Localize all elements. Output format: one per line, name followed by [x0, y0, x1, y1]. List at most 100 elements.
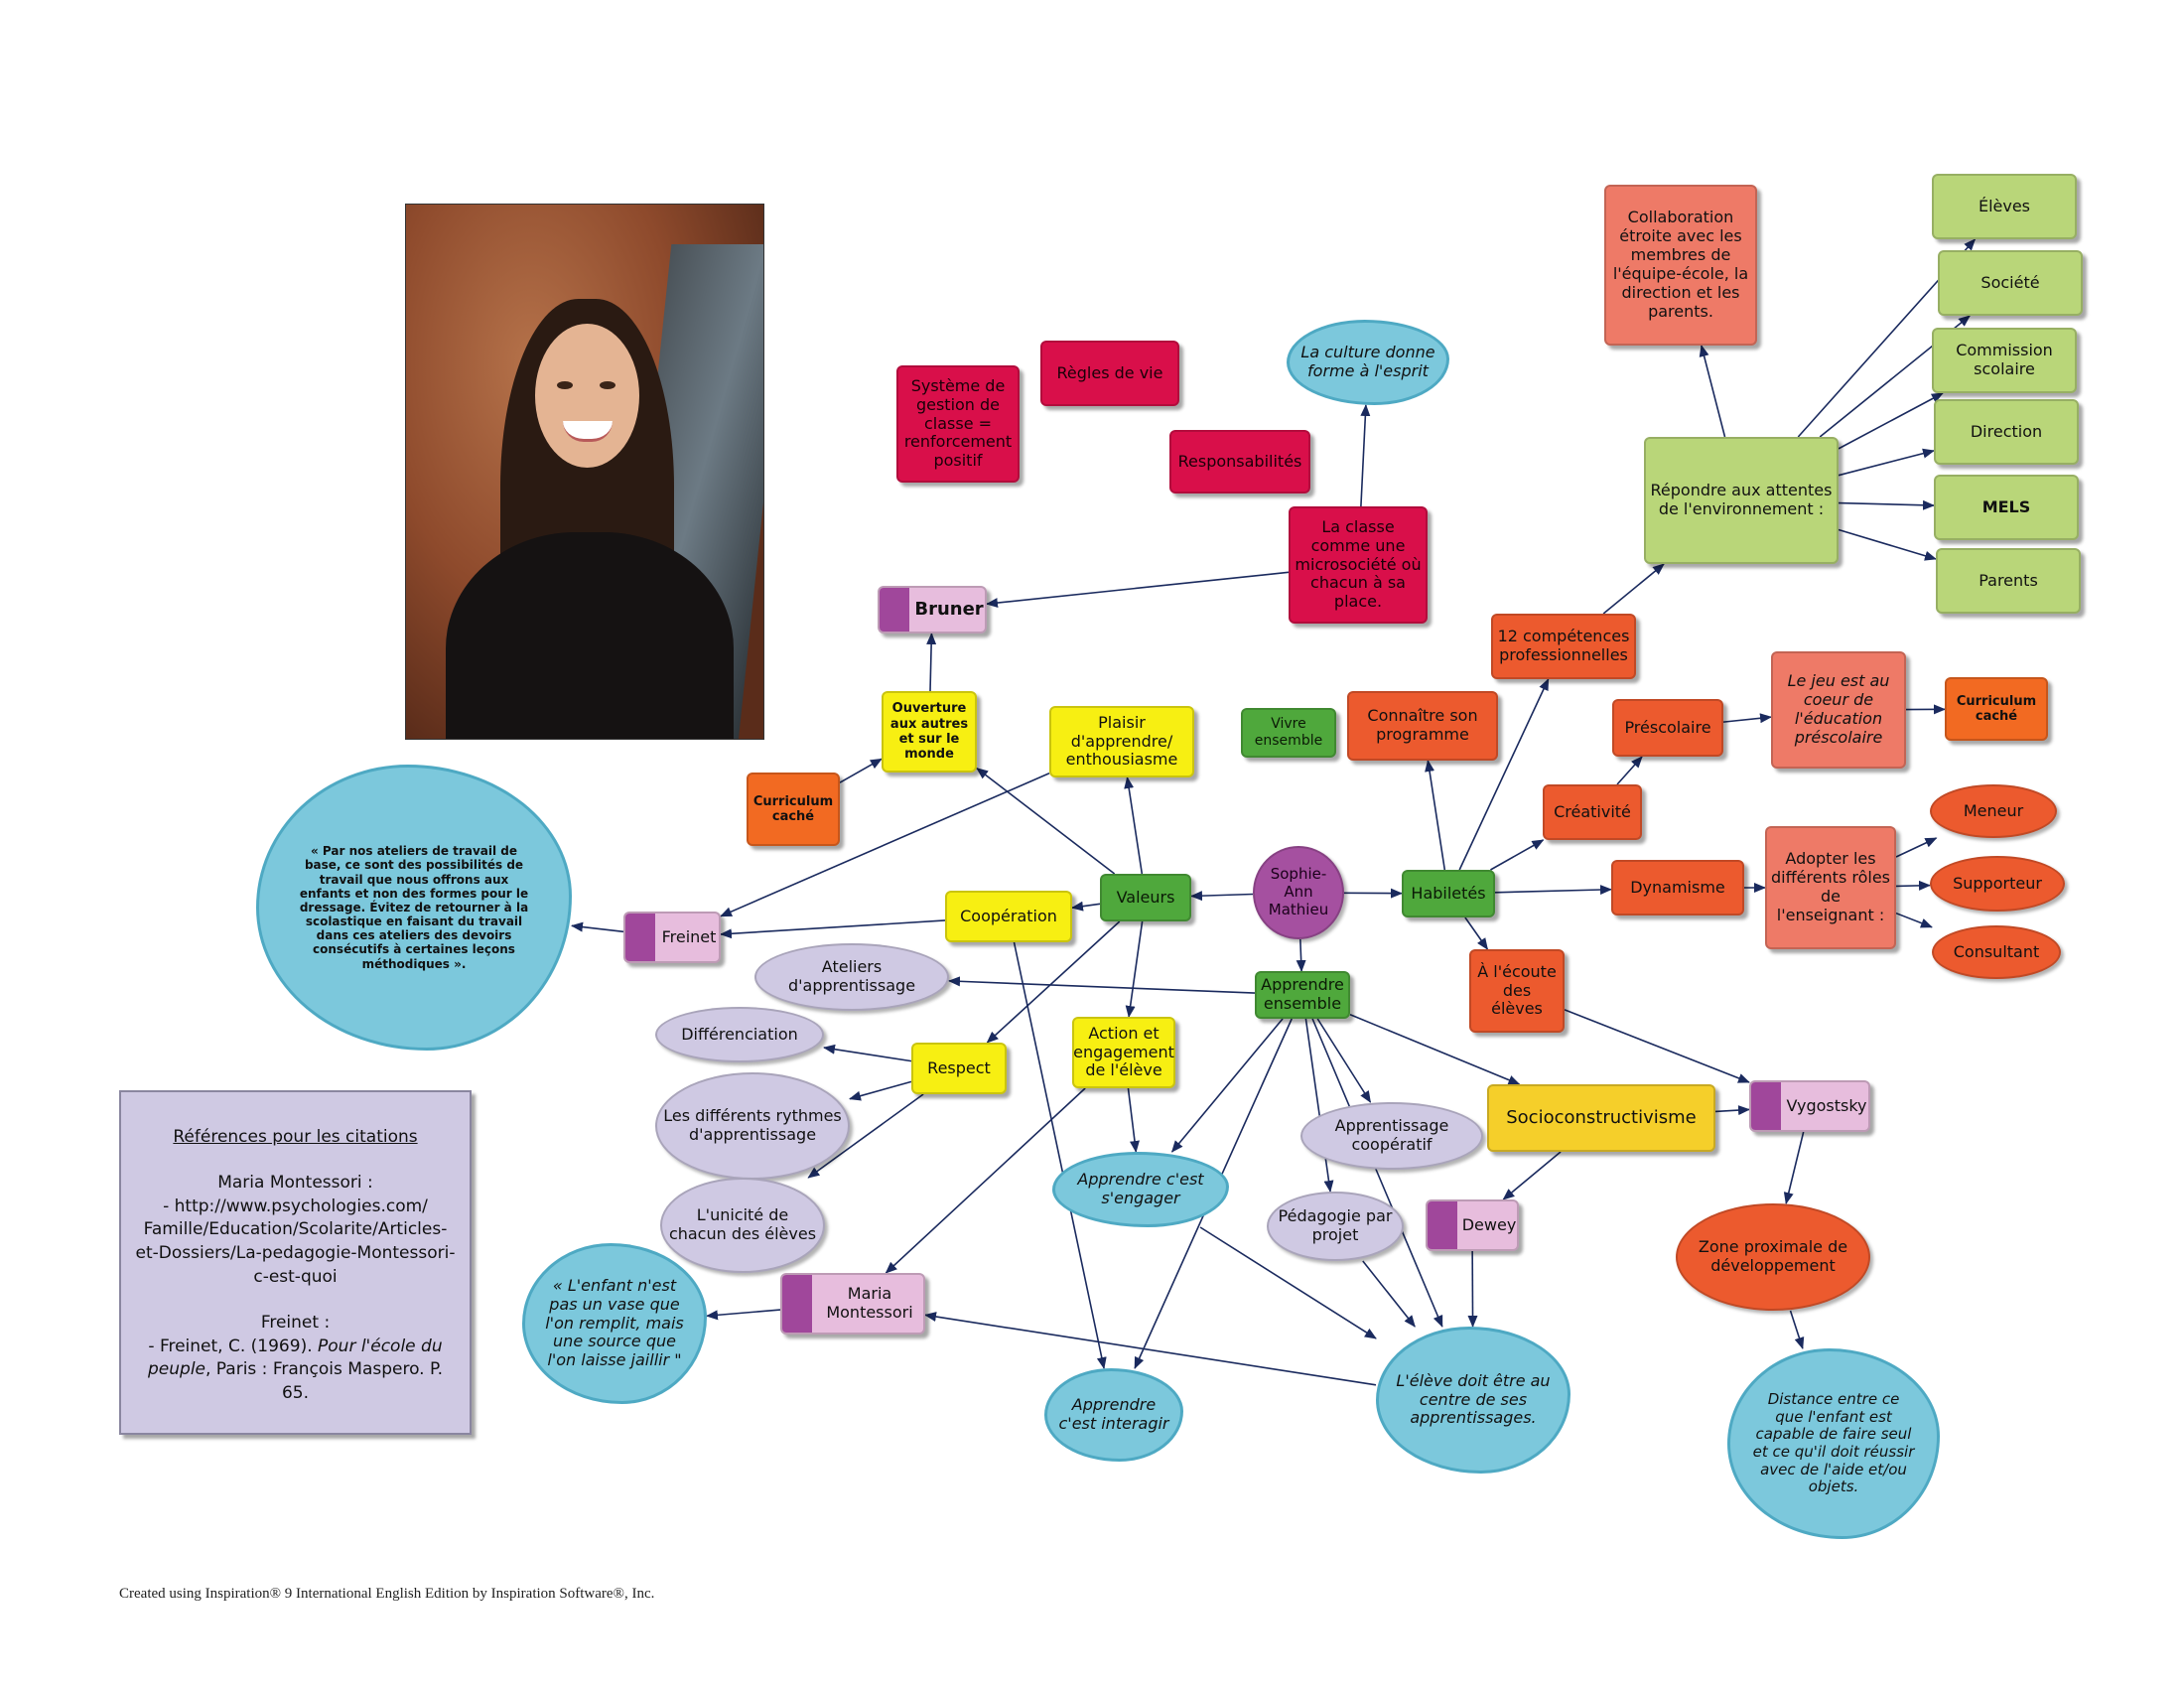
link-microsociete-to-bruner: [986, 571, 1290, 609]
node-sophie[interactable]: Sophie-Ann Mathieu: [1253, 846, 1344, 939]
node-apprentissage-cooperatif[interactable]: Apprentissage coopératif: [1300, 1102, 1483, 1170]
node-supporteur[interactable]: Supporteur: [1930, 856, 2065, 912]
node-direction[interactable]: Direction: [1934, 399, 2079, 465]
node-consultant[interactable]: Consultant: [1932, 925, 2061, 979]
node-valeurs[interactable]: Valeurs: [1100, 874, 1191, 921]
link-creativite-to-prescolaire: [1616, 756, 1643, 785]
node-maria-montessori[interactable]: Maria Montessori: [780, 1273, 925, 1335]
node-systeme-gestion[interactable]: Système de gestion de classe = renforcem…: [896, 365, 1020, 483]
link-curriculum-cache-1-to-ouverture: [839, 758, 883, 783]
link-valeurs-to-respect: [986, 920, 1121, 1044]
link-prescolaire-to-jeu: [1722, 713, 1772, 724]
link-apprendre-ensemble-to-pedagogie-projet: [1304, 1018, 1334, 1193]
node-meneur[interactable]: Meneur: [1930, 784, 2057, 838]
node-dewey[interactable]: Dewey: [1426, 1199, 1519, 1251]
link-socioconstructivisme-to-dewey: [1502, 1151, 1562, 1200]
node-creativite[interactable]: Créativité: [1543, 784, 1642, 840]
node-curriculum-cache-1[interactable]: Curriculum caché: [747, 773, 840, 846]
link-centre-to-maria-montessori: [924, 1312, 1377, 1386]
node-dynamisme[interactable]: Dynamisme: [1611, 860, 1744, 915]
link-ouverture-to-bruner: [926, 633, 937, 692]
node-differenciation[interactable]: Différenciation: [655, 1007, 824, 1062]
node-ecoute[interactable]: À l'écoute des élèves: [1469, 949, 1565, 1033]
link-pedagogie-projet-to-centre: [1362, 1260, 1416, 1328]
link-respect-to-unicite: [807, 1093, 924, 1179]
node-zone-proximale[interactable]: Zone proximale de développement: [1676, 1203, 1870, 1311]
link-socioconstructivisme-to-vygotsky: [1714, 1105, 1750, 1116]
link-competences-to-repondre: [1602, 563, 1665, 615]
link-valeurs-to-ouverture: [976, 768, 1116, 875]
node-microsociete[interactable]: La classe comme une microsociété où chac…: [1289, 506, 1428, 624]
node-ateliers[interactable]: Ateliers d'apprentissage: [754, 943, 949, 1011]
node-habiletes[interactable]: Habiletés: [1402, 870, 1495, 917]
node-freinet[interactable]: Freinet: [623, 912, 721, 963]
node-jeu[interactable]: Le jeu est au coeur de l'éducation présc…: [1771, 651, 1906, 769]
link-valeurs-to-cooperation: [1071, 901, 1101, 912]
node-parents[interactable]: Parents: [1936, 548, 2081, 614]
node-respect[interactable]: Respect: [911, 1043, 1007, 1094]
ref-freinet: - Freinet, C. (1969). Pour l'école du pe…: [148, 1336, 443, 1404]
link-cooperation-to-freinet: [720, 919, 946, 939]
link-habiletes-to-ecoute: [1464, 916, 1489, 950]
link-repondre-to-commission: [1838, 392, 1944, 450]
link-repondre-to-parents: [1838, 528, 1937, 561]
link-apprendre-ensemble-to-socioconstructivisme: [1349, 1014, 1521, 1085]
node-mels[interactable]: MELS: [1934, 475, 2079, 540]
node-repondre[interactable]: Répondre aux attentes de l'environnement…: [1644, 437, 1839, 564]
link-microsociete-to-culture: [1360, 404, 1371, 507]
node-action[interactable]: Action et engagement de l'élève: [1072, 1017, 1175, 1088]
link-apprendre-ensemble-to-apprentissage-cooperatif: [1316, 1018, 1372, 1103]
node-prescolaire[interactable]: Préscolaire: [1612, 699, 1723, 757]
node-cooperation[interactable]: Coopération: [945, 891, 1072, 942]
link-respect-to-rythmes: [849, 1080, 912, 1101]
link-cooperation-to-interagir: [1013, 941, 1107, 1369]
link-repondre-to-mels: [1838, 499, 1935, 510]
node-eleves[interactable]: Élèves: [1932, 174, 2077, 239]
ref-montessori-label: Maria Montessori :: [217, 1172, 373, 1193]
cloud-culture: La culture donne forme à l'esprit: [1287, 320, 1449, 405]
node-connaitre[interactable]: Connaître son programme: [1347, 691, 1498, 761]
link-sophie-to-apprendre-ensemble: [1296, 938, 1306, 972]
node-unicite[interactable]: L'unicité de chacun des élèves: [660, 1178, 825, 1273]
link-valeurs-to-action: [1125, 920, 1144, 1018]
link-zone-proximale-to-distance: [1789, 1310, 1805, 1349]
link-habiletes-to-creativite: [1490, 839, 1545, 871]
link-apprendre-ensemble-to-engager: [1170, 1018, 1284, 1153]
link-engager-to-centre: [1199, 1226, 1377, 1339]
link-repondre-to-direction: [1838, 448, 1935, 477]
link-freinet-to-freinet-quote: [571, 921, 624, 933]
link-apprendre-ensemble-to-centre: [1311, 1018, 1443, 1328]
node-curriculum-cache-2[interactable]: Curriculum caché: [1945, 677, 2048, 741]
node-competences[interactable]: 12 compétences professionnelles: [1491, 614, 1636, 679]
references-title: Références pour les citations: [173, 1127, 418, 1147]
link-valeurs-to-plaisir: [1124, 776, 1144, 875]
node-plaisir[interactable]: Plaisir d'apprendre/ enthousiasme: [1049, 706, 1194, 777]
node-commission[interactable]: Commission scolaire: [1932, 328, 2077, 393]
link-habiletes-to-connaitre: [1425, 760, 1446, 871]
portrait-photo: [405, 204, 764, 740]
cloud-centre: L'élève doit être au centre de ses appre…: [1376, 1327, 1570, 1474]
node-rythmes[interactable]: Les différents rythmes d'apprentissage: [655, 1072, 850, 1180]
node-collaboration[interactable]: Collaboration étroite avec les membres d…: [1604, 185, 1757, 346]
node-roles[interactable]: Adopter les différents rôles de l'enseig…: [1765, 826, 1896, 949]
node-vivre-ensemble[interactable]: Vivre ensemble: [1241, 708, 1336, 758]
node-socioconstructivisme[interactable]: Socioconstructivisme: [1487, 1084, 1715, 1152]
link-sophie-to-valeurs: [1190, 891, 1254, 902]
node-ouverture[interactable]: Ouverture aux autres et sur le monde: [882, 691, 977, 773]
node-responsabilites[interactable]: Responsabilités: [1169, 430, 1310, 493]
link-ecoute-to-vygotsky: [1564, 1009, 1750, 1083]
node-apprendre-ensemble[interactable]: Apprendre ensemble: [1255, 971, 1350, 1019]
link-action-to-engager: [1127, 1087, 1140, 1153]
link-maria-montessori-to-montessori-quote: [706, 1309, 781, 1321]
link-roles-to-consultant: [1895, 912, 1933, 928]
node-bruner[interactable]: Bruner: [878, 586, 987, 633]
link-vygotsky-to-zone-proximale: [1783, 1131, 1805, 1204]
link-repondre-to-collaboration: [1699, 345, 1726, 438]
link-roles-to-meneur: [1895, 837, 1938, 858]
node-vygotsky[interactable]: Vygostsky: [1749, 1080, 1870, 1132]
ref-montessori: - http://www.psychologies.com/ Famille/E…: [135, 1196, 456, 1287]
node-societe[interactable]: Société: [1938, 250, 2083, 316]
cloud-interagir: Apprendre c'est interagir: [1044, 1368, 1183, 1462]
node-regles-de-vie[interactable]: Règles de vie: [1040, 341, 1179, 406]
node-pedagogie-projet[interactable]: Pédagogie par projet: [1267, 1192, 1404, 1261]
